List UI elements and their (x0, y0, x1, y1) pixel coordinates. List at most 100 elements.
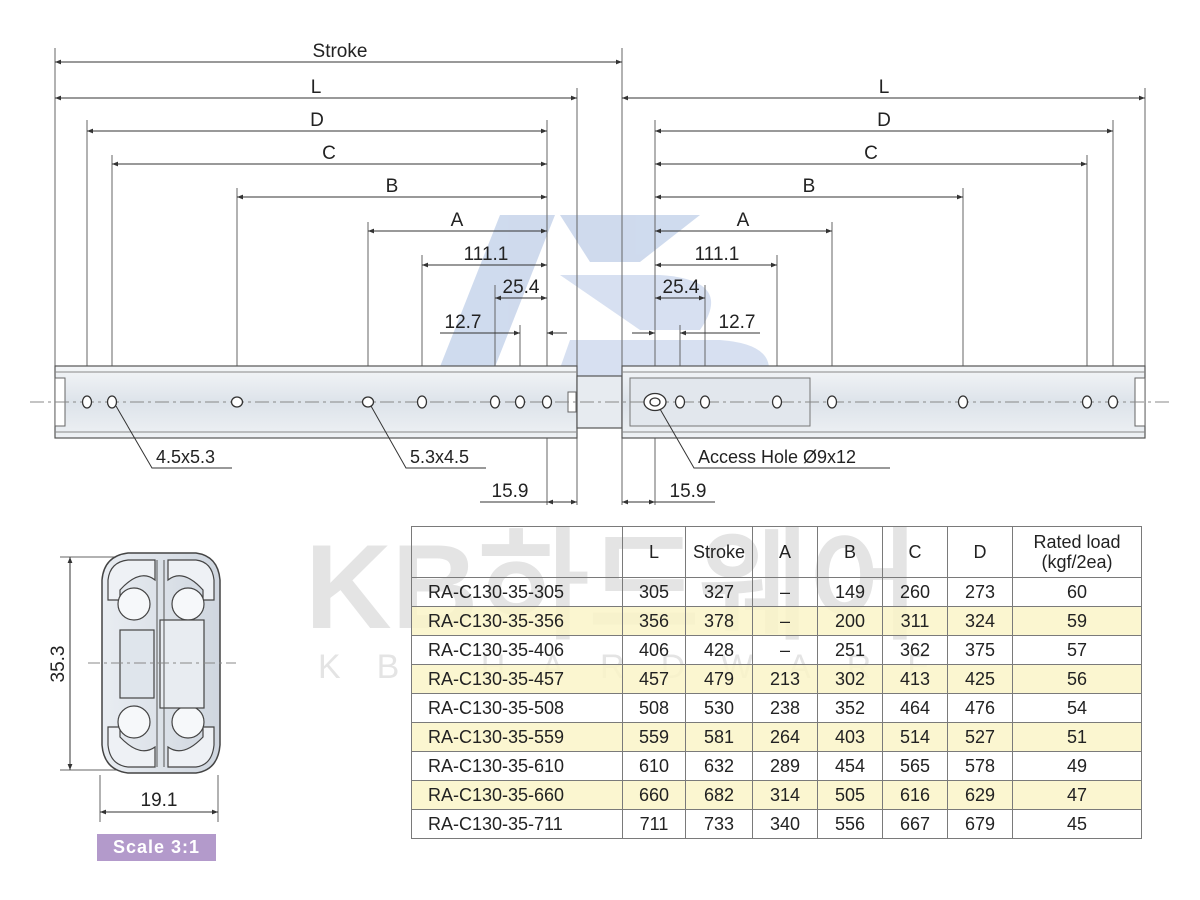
col-header-a: A (752, 526, 818, 578)
cell-rated-load: 56 (1012, 664, 1142, 694)
cell-a: 340 (752, 809, 818, 839)
col-header-stroke: Stroke (685, 526, 753, 578)
col-header-model (411, 526, 623, 578)
cell-stroke: 378 (685, 606, 753, 636)
cell-b: 200 (817, 606, 883, 636)
rated-load-line2: (kgf/2ea) (1041, 552, 1113, 572)
cell-model: RA-C130-35-457 (411, 664, 623, 694)
cell-c: 616 (882, 780, 948, 810)
cell-model: RA-C130-35-559 (411, 722, 623, 752)
slide-rail-side-view (30, 365, 1170, 439)
cell-l: 305 (622, 577, 686, 607)
spec-table: L Stroke A B C D Rated load(kgf/2ea) RA-… (411, 526, 1142, 839)
dim-12-right-label: 12.7 (719, 312, 756, 333)
dim-c-left-label: C (322, 143, 336, 164)
cell-c: 667 (882, 809, 948, 839)
col-header-l: L (622, 526, 686, 578)
dim-stroke-label: Stroke (313, 41, 368, 62)
cell-l: 406 (622, 635, 686, 665)
cell-l: 356 (622, 606, 686, 636)
cell-model: RA-C130-35-711 (411, 809, 623, 839)
access-hole-callout: Access Hole Ø9x12 (698, 447, 856, 467)
cell-a: – (752, 577, 818, 607)
cell-rated-load: 51 (1012, 722, 1142, 752)
cell-c: 311 (882, 606, 948, 636)
cell-c: 362 (882, 635, 948, 665)
cell-model: RA-C130-35-406 (411, 635, 623, 665)
cell-model: RA-C130-35-508 (411, 693, 623, 723)
dim-d-right-label: D (877, 110, 891, 131)
dim-c-right-label: C (864, 143, 878, 164)
cell-a: – (752, 606, 818, 636)
dimension-labels: Stroke L D C B A 111.1 25.4 12.7 15.9 L … (310, 41, 891, 502)
cell-stroke: 327 (685, 577, 753, 607)
dim-15-left-label: 15.9 (492, 481, 529, 502)
col-header-b: B (817, 526, 883, 578)
cell-d: 578 (947, 751, 1013, 781)
callout-leaders (115, 405, 890, 469)
cell-b: 352 (817, 693, 883, 723)
cross-section-view: 35.3 19.1 (48, 552, 236, 822)
cell-c: 413 (882, 664, 948, 694)
dim-b-right-label: B (803, 176, 816, 197)
cell-stroke: 479 (685, 664, 753, 694)
cell-stroke: 733 (685, 809, 753, 839)
col-header-d: D (947, 526, 1013, 578)
cell-a: 314 (752, 780, 818, 810)
callout-labels: 4.5x5.3 5.3x4.5 Access Hole Ø9x12 (156, 447, 856, 467)
cell-c: 514 (882, 722, 948, 752)
cell-l: 711 (622, 809, 686, 839)
cell-b: 556 (817, 809, 883, 839)
cell-d: 273 (947, 577, 1013, 607)
cell-model: RA-C130-35-356 (411, 606, 623, 636)
cell-l: 610 (622, 751, 686, 781)
dim-l-right-label: L (879, 77, 890, 98)
section-height-label: 35.3 (48, 646, 69, 683)
cell-rated-load: 60 (1012, 577, 1142, 607)
cell-d: 476 (947, 693, 1013, 723)
cell-d: 679 (947, 809, 1013, 839)
cell-stroke: 581 (685, 722, 753, 752)
col-header-rated-load: Rated load(kgf/2ea) (1012, 526, 1142, 578)
slot-small-callout: 4.5x5.3 (156, 447, 215, 467)
cell-l: 457 (622, 664, 686, 694)
cell-stroke: 428 (685, 635, 753, 665)
cell-b: 505 (817, 780, 883, 810)
cell-a: – (752, 635, 818, 665)
dim-111-right-label: 111.1 (695, 244, 740, 265)
cell-model: RA-C130-35-610 (411, 751, 623, 781)
cell-rated-load: 49 (1012, 751, 1142, 781)
cell-a: 213 (752, 664, 818, 694)
section-width-label: 19.1 (141, 790, 178, 811)
dim-25-right-label: 25.4 (663, 277, 700, 298)
cell-d: 425 (947, 664, 1013, 694)
slot-large-callout: 5.3x4.5 (410, 447, 469, 467)
cell-d: 527 (947, 722, 1013, 752)
cell-stroke: 682 (685, 780, 753, 810)
dim-111-left-label: 111.1 (464, 244, 509, 265)
cell-rated-load: 47 (1012, 780, 1142, 810)
cell-model: RA-C130-35-660 (411, 780, 623, 810)
cell-c: 464 (882, 693, 948, 723)
cell-a: 238 (752, 693, 818, 723)
dim-a-left-label: A (451, 210, 464, 231)
dim-15-right-label: 15.9 (670, 481, 707, 502)
cell-b: 251 (817, 635, 883, 665)
cell-a: 264 (752, 722, 818, 752)
cell-l: 660 (622, 780, 686, 810)
cell-b: 149 (817, 577, 883, 607)
cell-d: 629 (947, 780, 1013, 810)
rated-load-line1: Rated load (1033, 532, 1121, 552)
cell-c: 260 (882, 577, 948, 607)
cell-rated-load: 45 (1012, 809, 1142, 839)
dim-l-left-label: L (311, 77, 322, 98)
mounting-holes (81, 392, 1119, 412)
cell-b: 454 (817, 751, 883, 781)
